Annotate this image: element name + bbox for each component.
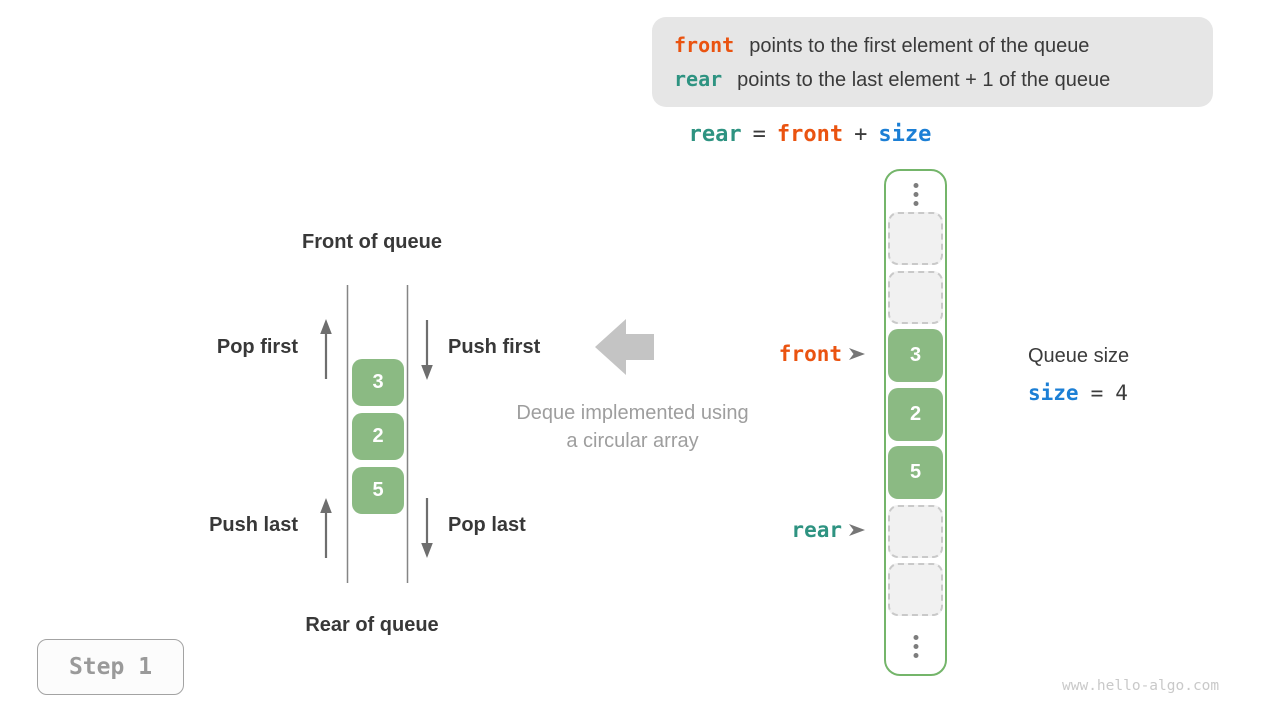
array-cell-filled: 3 bbox=[888, 329, 943, 382]
queue-boxes: 3 2 5 bbox=[352, 359, 404, 514]
pointer-arrow-icon bbox=[849, 524, 865, 536]
formula: rear = front + size bbox=[640, 122, 980, 147]
rear-keyword: rear bbox=[674, 66, 723, 91]
queue-size-value: size = 4 bbox=[1028, 381, 1128, 405]
ellipsis-bottom-icon bbox=[913, 635, 918, 658]
push-last-up-arrow bbox=[320, 498, 332, 558]
queue-cell: 2 bbox=[352, 413, 404, 460]
push-first-down-arrow bbox=[421, 320, 433, 380]
pointer-arrow-icon bbox=[849, 348, 865, 360]
queue-size-title: Queue size bbox=[1028, 345, 1130, 367]
watermark: www.hello-algo.com bbox=[1062, 678, 1220, 694]
pop-last-label: Pop last bbox=[448, 514, 526, 536]
pop-first-label: Pop first bbox=[216, 336, 298, 358]
formula-rear: rear bbox=[688, 122, 742, 147]
array-cell-empty bbox=[888, 563, 943, 616]
array-cell-filled: 5 bbox=[888, 446, 943, 499]
front-keyword: front bbox=[674, 32, 735, 57]
rear-of-queue-label: Rear of queue bbox=[305, 614, 439, 636]
deque-caption-line2: a circular array bbox=[566, 430, 699, 452]
queue-cell: 3 bbox=[352, 359, 404, 406]
array-cell-empty bbox=[888, 212, 943, 265]
front-of-queue-label: Front of queue bbox=[302, 231, 442, 253]
deque-caption-line1: Deque implemented using bbox=[516, 402, 749, 424]
queue-cell: 5 bbox=[352, 467, 404, 514]
size-number: 4 bbox=[1115, 381, 1128, 405]
rear-pointer-label: rear bbox=[791, 518, 842, 542]
array-cell-empty bbox=[888, 270, 943, 324]
rear-pointer: rear bbox=[700, 516, 865, 544]
formula-plus: + bbox=[854, 122, 868, 147]
pop-last-down-arrow bbox=[421, 498, 433, 558]
pop-first-up-arrow bbox=[320, 319, 332, 379]
left-block-arrow-icon bbox=[595, 319, 654, 375]
legend-line-rear: rear points to the last element + 1 of t… bbox=[674, 67, 1213, 92]
formula-equals: = bbox=[752, 122, 766, 147]
step-badge: Step 1 bbox=[37, 639, 184, 695]
front-pointer: front bbox=[700, 340, 865, 368]
front-pointer-label: front bbox=[778, 342, 842, 366]
legend-box: front points to the first element of the… bbox=[652, 17, 1213, 107]
push-first-label: Push first bbox=[448, 336, 541, 358]
formula-front: front bbox=[776, 122, 844, 147]
array-cell-empty bbox=[888, 504, 943, 558]
size-equals: = bbox=[1090, 381, 1104, 405]
deque-caption: Deque implemented using a circular array bbox=[490, 399, 775, 455]
formula-size: size bbox=[878, 122, 932, 147]
ellipsis-top-icon bbox=[913, 183, 918, 206]
array-cell-filled: 2 bbox=[888, 387, 943, 441]
push-last-label: Push last bbox=[209, 514, 298, 536]
legend-front-text: points to the first element of the queue bbox=[749, 34, 1090, 57]
legend-rear-text: points to the last element + 1 of the qu… bbox=[737, 68, 1111, 91]
legend-line-front: front points to the first element of the… bbox=[674, 33, 1213, 58]
size-keyword: size bbox=[1028, 381, 1079, 405]
